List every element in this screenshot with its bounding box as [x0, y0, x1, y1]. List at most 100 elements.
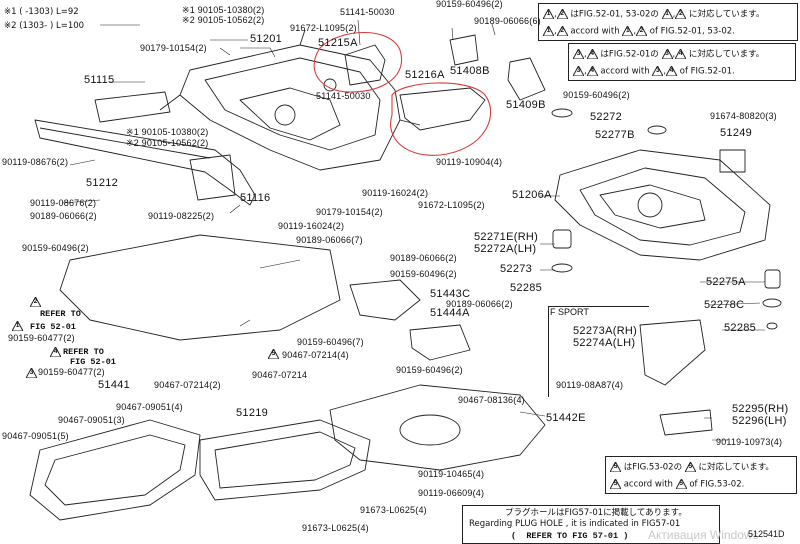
- label-90189-06066-7[interactable]: 90189-06066(7): [296, 235, 363, 245]
- triangle-icon-3b: 3: [661, 49, 673, 59]
- f-sport-label: F SPORT: [550, 307, 589, 317]
- label-90119-10465[interactable]: 90119-10465(4): [418, 469, 485, 479]
- label-51215A[interactable]: 51215A: [318, 37, 358, 49]
- label-51201[interactable]: 51201: [250, 33, 283, 45]
- label-51115[interactable]: 51115: [84, 74, 115, 86]
- label-90467-09051-5[interactable]: 90467-09051(5): [2, 431, 69, 441]
- label-90119-10973[interactable]: 90119-10973(4): [716, 437, 783, 447]
- label-51249[interactable]: 51249: [720, 127, 753, 139]
- label-90179-10154-b[interactable]: 90179-10154(2): [316, 207, 383, 217]
- label-90159-60496-b[interactable]: 90159-60496(2): [22, 243, 89, 253]
- label-90119-08676-a[interactable]: 90119-08676(2): [2, 157, 69, 167]
- label-52285-a[interactable]: 52285: [510, 282, 543, 294]
- label-90467-07214-c[interactable]: 90467-07214: [252, 370, 308, 380]
- refer-left-1-tri: 1: [12, 321, 23, 331]
- label-90119-16024-a[interactable]: 90119-16024(2): [362, 188, 429, 198]
- label-52296[interactable]: 52296(LH): [732, 415, 787, 427]
- label-90119-08A87[interactable]: 90119-08A87(4): [556, 380, 624, 390]
- label-51442E[interactable]: 51442E: [546, 412, 586, 424]
- triangle-icon-3: 3: [573, 49, 584, 59]
- refer-left-3-tri: 3: [26, 368, 37, 378]
- triangle-icon-5c: 5: [610, 479, 621, 489]
- note-box-1-en: accord with: [570, 26, 620, 37]
- refer-left-2-text[interactable]: REFER TO: [63, 347, 104, 357]
- label-91672-L1095-a[interactable]: 91672-L1095(2): [290, 23, 357, 33]
- label-90119-06609[interactable]: 90119-06609(4): [418, 488, 485, 498]
- label-51219[interactable]: 51219: [236, 407, 269, 419]
- triangle-icon-4: 4: [586, 49, 598, 59]
- triangle-icon-ref-2: 2: [30, 297, 41, 307]
- label-51443C[interactable]: 51443C: [430, 288, 471, 300]
- label-52272[interactable]: 52272: [590, 111, 623, 123]
- refer-left-1-fig[interactable]: FIG 52-01: [30, 322, 76, 332]
- label-90189-06066-top[interactable]: 90189-06066(6): [474, 16, 541, 26]
- label-51141-50030-b[interactable]: 51141-50030: [316, 91, 371, 101]
- label-90467-09051-4[interactable]: 90467-09051(4): [116, 402, 183, 412]
- label-51216A[interactable]: 51216A: [405, 69, 445, 81]
- f-sport-frame: [548, 306, 649, 397]
- label-91673-L0625-a[interactable]: 91673-L0625(4): [360, 505, 427, 515]
- triangle-icon-ref-5: 5: [268, 349, 279, 359]
- refer-left-1-text[interactable]: REFER TO: [40, 309, 81, 319]
- note-box-1-jp: はFIG.52-01, 53-02の: [570, 9, 659, 20]
- label-90119-16024-b[interactable]: 90119-16024(2): [278, 221, 345, 231]
- label-90159-60496-e[interactable]: 90159-60496(2): [396, 365, 463, 375]
- label-90119-10904[interactable]: 90119-10904(4): [436, 157, 503, 167]
- label-91674-80820[interactable]: 91674-80820(3): [710, 111, 777, 121]
- refer-left-2-fig[interactable]: FIG 52-01: [70, 357, 116, 367]
- label-90119-08225[interactable]: 90119-08225(2): [148, 211, 215, 221]
- bracket-drawing: [344, 34, 546, 131]
- refer-box-ref[interactable]: ( REFER TO FIG 57-01 ): [511, 531, 629, 541]
- label-90467-07214-b[interactable]: 90467-07214(2): [154, 380, 221, 390]
- label-51116[interactable]: 51116: [240, 192, 271, 204]
- label-90119-08676-b[interactable]: 90119-08676(2): [30, 198, 97, 208]
- label-90105-10380-b[interactable]: ※1 90105-10380(2): [126, 127, 209, 137]
- triangle-icon-4d: 4: [666, 66, 678, 76]
- triangle-icon-5d: 5: [675, 479, 687, 489]
- label-51409B[interactable]: 51409B: [506, 99, 546, 111]
- label-52274A[interactable]: 52274A(LH): [573, 337, 636, 349]
- label-90105-10562-a[interactable]: ※2 90105-10562(2): [182, 15, 265, 25]
- label-90159-60496-top[interactable]: 90159-60496(2): [436, 0, 503, 9]
- triangle-icon-1: 1: [543, 9, 554, 19]
- label-90159-60477-b[interactable]: 90159-60477(2): [38, 367, 105, 377]
- label-51206A[interactable]: 51206A: [512, 189, 552, 201]
- label-51212[interactable]: 51212: [86, 177, 119, 189]
- label-90467-09051-3[interactable]: 90467-09051(3): [58, 415, 125, 425]
- label-52273A[interactable]: 52273A(RH): [573, 325, 638, 337]
- label-90159-60496-r[interactable]: 90159-60496(2): [563, 90, 630, 100]
- label-90467-07214-a[interactable]: 90467-07214(4): [282, 350, 349, 360]
- note-box-1: 1,2 はFIG.52-01, 53-02の 1,2 に対応しています。 1,2…: [538, 3, 798, 41]
- label-51444A[interactable]: 51444A: [430, 307, 470, 319]
- label-90159-60496-d[interactable]: 90159-60496(7): [297, 337, 364, 347]
- label-91672-L1095-b[interactable]: 91672-L1095(2): [418, 200, 485, 210]
- label-52275A[interactable]: 52275A: [706, 276, 746, 288]
- label-90159-60496-c[interactable]: 90159-60496(2): [390, 269, 457, 279]
- label-90467-08136[interactable]: 90467-08136(4): [458, 395, 525, 405]
- note-box-2-en2: of FIG.52-01.: [679, 66, 735, 77]
- label-52272A[interactable]: 52272A(LH): [474, 243, 537, 255]
- label-52273[interactable]: 52273: [500, 263, 533, 275]
- label-52295[interactable]: 52295(RH): [732, 403, 789, 415]
- label-90179-10154-a[interactable]: 90179-10154(2): [140, 43, 207, 53]
- refer-left-1[interactable]: 2: [30, 297, 41, 307]
- label-90159-60477-a[interactable]: 90159-60477(2): [8, 333, 75, 343]
- label-90105-10562-b[interactable]: ※2 90105-10562(2): [126, 138, 209, 148]
- label-51441[interactable]: 51441: [98, 379, 131, 391]
- label-51408B[interactable]: 51408B: [450, 65, 490, 77]
- label-90189-06066-d[interactable]: 90189-06066(2): [446, 299, 513, 309]
- rear-subframe-drawing: [554, 149, 771, 261]
- label-52278C[interactable]: 52278C: [704, 299, 745, 311]
- label-52285-b[interactable]: 52285: [724, 322, 757, 334]
- under-cover-51442E-drawing: [329, 384, 546, 471]
- label-51141-50030-a[interactable]: 51141-50030: [340, 7, 395, 17]
- label-90189-06066-c[interactable]: 90189-06066(2): [390, 253, 457, 263]
- label-90105-10380-a[interactable]: ※1 90105-10380(2): [182, 5, 265, 15]
- refer-box-jp: プラグホールはFIG57-01に掲載してあります。: [505, 508, 687, 518]
- label-52271E[interactable]: 52271E(RH): [474, 231, 539, 243]
- label-90189-06066-a[interactable]: 90189-06066(2): [30, 211, 97, 221]
- label-52277B[interactable]: 52277B: [595, 129, 635, 141]
- triangle-icon-ref-3: 3: [26, 368, 37, 378]
- label-91673-L0625-b[interactable]: 91673-L0625(4): [302, 523, 369, 533]
- note-box-3-jp2: に対応しています。: [698, 462, 774, 473]
